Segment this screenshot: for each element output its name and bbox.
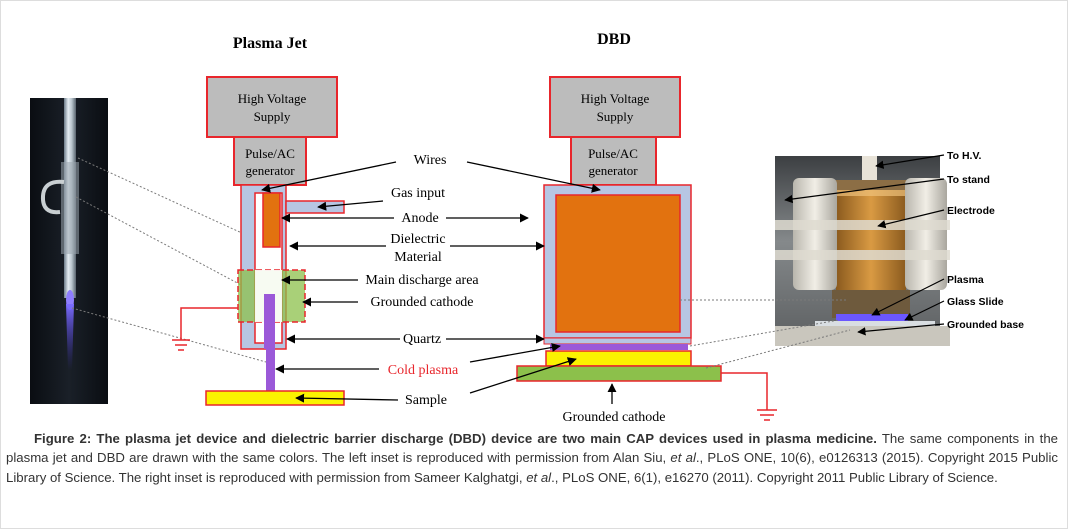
caption-text-2: ., PLoS ONE, 10(6), e0126313 (2015). Cop… xyxy=(6,450,1058,485)
label-cold-plasma: Cold plasma xyxy=(388,363,459,378)
label-wires: Wires xyxy=(414,153,447,168)
caption-italic-2: et al xyxy=(526,469,552,485)
label-quartz: Quartz xyxy=(403,332,441,347)
dbd-quartz xyxy=(543,337,692,345)
arrow-wires-dbd xyxy=(466,161,601,193)
label-sample: Sample xyxy=(405,393,447,408)
plasma-jet-ground-symbol xyxy=(172,339,190,351)
caption-text-3: ., PLoS ONE, 6(1), e16270 (2011). Copyri… xyxy=(551,469,998,485)
arrow-wires-jet xyxy=(261,161,397,193)
label-main-discharge: Main discharge area xyxy=(365,273,479,288)
plasma-jet-hv-supply xyxy=(206,76,338,138)
center-labels: Wires Gas input Anode Dielectric Materia… xyxy=(261,153,601,408)
right-inset-photo xyxy=(775,156,950,346)
label-plasma: Plasma xyxy=(947,274,984,286)
plasma-jet-title: Plasma Jet xyxy=(233,35,308,52)
plasma-jet-pulse-label-2: generator xyxy=(245,163,295,178)
arrow-gas-input xyxy=(317,200,384,211)
dbd-ground-symbol xyxy=(757,409,777,421)
label-gas-input: Gas input xyxy=(391,186,445,201)
right-inset-connectors xyxy=(680,299,851,369)
label-dielectric-2: Material xyxy=(394,250,442,265)
arrow-sample-dbd xyxy=(469,357,577,394)
dbd-hv-supply-label-1: High Voltage xyxy=(581,91,650,106)
arrow-sample-jet xyxy=(295,393,399,403)
dbd-pulse-label-1: Pulse/AC xyxy=(588,146,638,161)
plasma-jet-plasma-plume xyxy=(266,349,275,391)
dbd-plasma-layer xyxy=(550,344,688,350)
figure-caption: Figure 2: The plasma jet device and diel… xyxy=(6,429,1058,487)
label-dielectric-1: Dielectric xyxy=(390,232,445,247)
dbd-sample xyxy=(545,350,692,367)
label-glass-slide: Glass Slide xyxy=(947,296,1004,308)
dbd-hv-supply xyxy=(549,76,681,138)
dbd-pulse-generator xyxy=(570,136,657,186)
plasma-jet-pulse-label-1: Pulse/AC xyxy=(245,146,295,161)
right-inset-labels: To H.V. To stand Electrode Plasma Glass … xyxy=(784,150,1024,336)
caption-text-1: The same components in the plasma jet an… xyxy=(6,431,1059,466)
plasma-jet-anode xyxy=(262,192,281,248)
arrow-cold-plasma-dbd xyxy=(469,342,561,363)
plasma-jet-hv-supply-label-1: High Voltage xyxy=(238,91,307,106)
plasma-jet-plasma-core xyxy=(264,294,275,349)
plasma-jet-gas-inlet xyxy=(285,200,345,214)
dbd-device: DBD High Voltage Supply Pulse/AC generat… xyxy=(516,31,777,425)
label-electrode: Electrode xyxy=(947,205,995,217)
label-anode: Anode xyxy=(401,211,438,226)
plasma-jet-sample xyxy=(205,390,345,406)
dbd-pulse-label-2: generator xyxy=(588,163,638,178)
label-grounded-base: Grounded base xyxy=(947,319,1024,331)
dbd-grounded-cathode-label: Grounded cathode xyxy=(562,410,665,425)
left-inset-connectors xyxy=(71,157,267,363)
dbd-title: DBD xyxy=(597,31,631,48)
dbd-hv-supply-label-2: Supply xyxy=(597,109,634,124)
caption-italic-1: et al xyxy=(670,450,696,466)
plasma-jet-hv-supply-label-2: Supply xyxy=(254,109,291,124)
left-inset-photo xyxy=(30,98,108,404)
label-to-hv: To H.V. xyxy=(947,150,982,162)
dbd-electrode xyxy=(555,194,681,333)
label-to-stand: To stand xyxy=(947,174,990,186)
plasma-jet-pulse-generator xyxy=(233,136,307,186)
plasma-jet-device: Plasma Jet High Voltage Supply Pulse/AC … xyxy=(172,35,345,406)
label-grounded-cathode: Grounded cathode xyxy=(370,295,473,310)
caption-title: Figure 2: The plasma jet device and diel… xyxy=(34,431,877,446)
